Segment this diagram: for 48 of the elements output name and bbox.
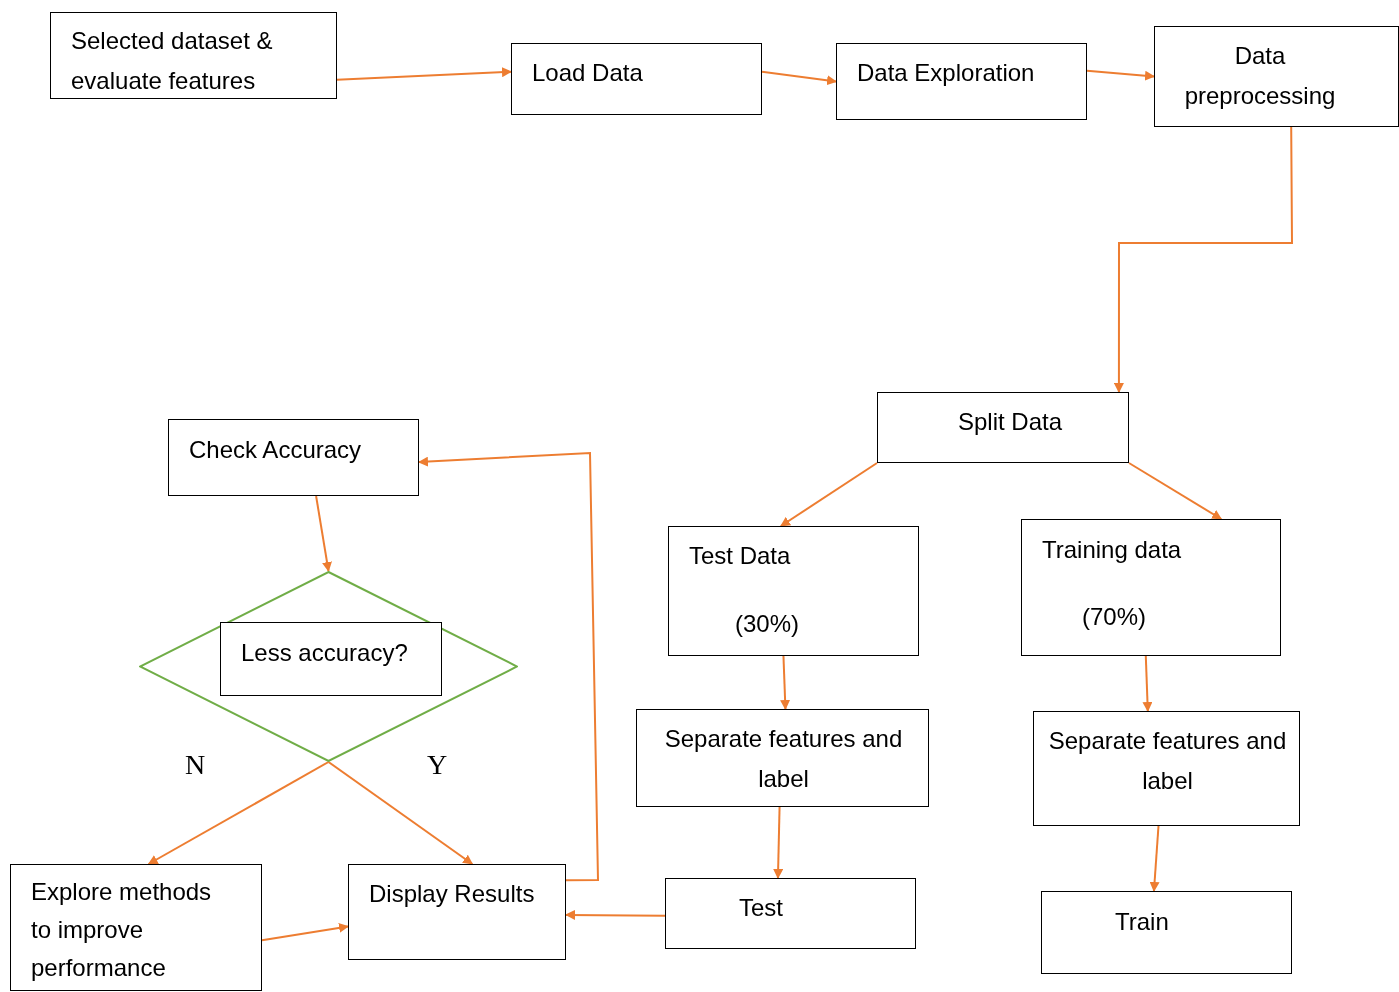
process-box: [665, 878, 916, 949]
node-label: Test Data: [689, 541, 791, 571]
node-label: Training data: [1042, 535, 1182, 565]
node-label: (30%): [735, 609, 800, 639]
process-box: [1041, 891, 1292, 974]
node-label: Display Results: [369, 879, 536, 909]
arrow: [761, 70, 837, 86]
arrow: [147, 761, 330, 865]
process-box: [10, 864, 262, 991]
node-label: Explore methods to improve performance: [31, 877, 213, 983]
arrow: [1113, 126, 1293, 393]
arrow: [418, 451, 599, 882]
arrow: [315, 495, 332, 572]
arrow: [780, 655, 791, 710]
process-box: [348, 864, 566, 960]
node-label: Train: [1115, 907, 1169, 937]
arrow: [779, 462, 878, 527]
node-label: Test: [739, 893, 783, 923]
node-label: Selected dataset & evaluate features: [71, 26, 274, 96]
node-label: Separate features and label: [663, 724, 904, 794]
process-box: [220, 622, 442, 696]
process-box: [1021, 519, 1281, 656]
arrow: [1128, 462, 1223, 520]
node-label: Data preprocessing: [1183, 41, 1337, 111]
node-label: Separate features and label: [1047, 726, 1288, 796]
process-box: [636, 709, 929, 807]
process-box: [668, 526, 919, 656]
node-label: Load Data: [532, 58, 643, 88]
node-label: Split Data: [958, 407, 1063, 437]
node-label: Check Accuracy: [189, 435, 362, 465]
arrow: [261, 922, 349, 942]
process-box: [168, 419, 419, 496]
arrow: [1086, 69, 1155, 81]
process-box: [836, 43, 1087, 120]
process-box: [877, 392, 1129, 463]
arrow: [773, 806, 784, 879]
arrow: [327, 761, 474, 865]
process-box: [50, 12, 337, 99]
node-label: Less accuracy?: [241, 638, 408, 668]
arrow: [336, 67, 512, 81]
process-box: [1033, 711, 1300, 826]
arrow: [1142, 655, 1153, 712]
process-box: [1154, 26, 1399, 127]
node-label: Data Exploration: [857, 58, 1035, 88]
node-label: (70%): [1082, 602, 1147, 632]
arrow: [1149, 825, 1160, 892]
process-box: [511, 43, 762, 115]
arrow: [565, 909, 666, 920]
